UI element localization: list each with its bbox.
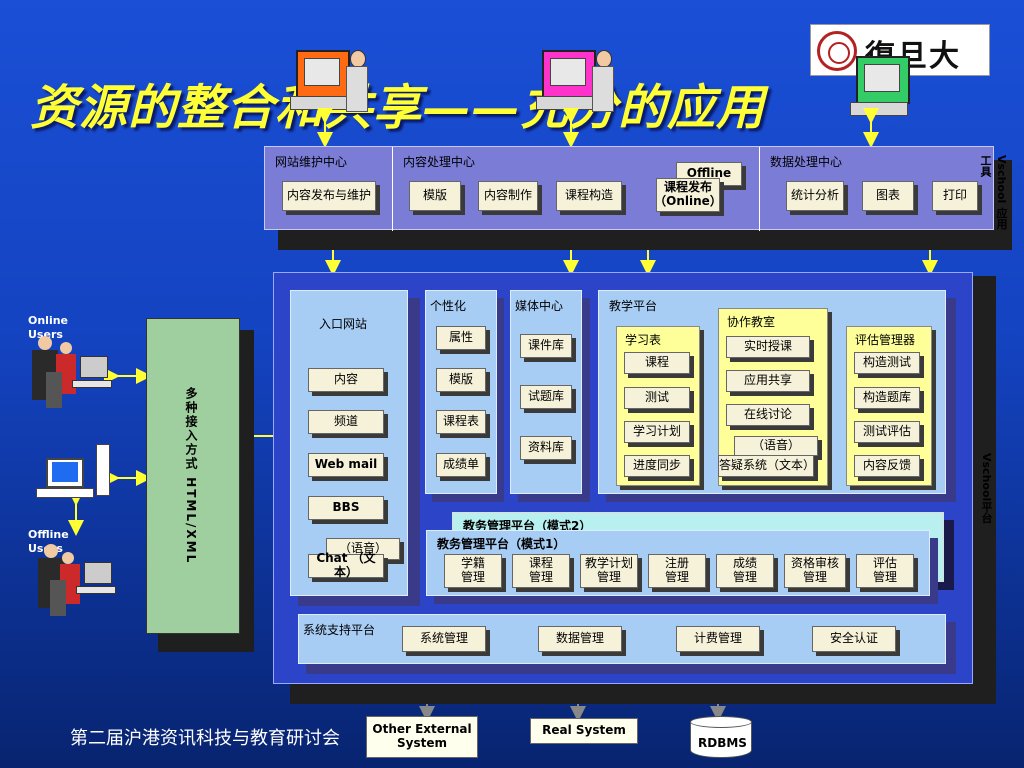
teaching-title: 教学平台 [609, 299, 658, 313]
app-sharing-box[interactable]: 应用共享 [726, 370, 810, 392]
footer-text: 第二届沪港资讯科技与教育研讨会 [70, 728, 340, 749]
transcript-box[interactable]: 成绩单 [436, 453, 486, 477]
statistics-box[interactable]: 统计分析 [786, 181, 844, 211]
teaching-plan-box[interactable]: 教学计划 管理 [580, 554, 638, 588]
tools-vertical-label: Vschool 应用工具 [979, 155, 1008, 230]
course-management-box[interactable]: 课程 管理 [512, 554, 570, 588]
collab-title: 协作教室 [727, 315, 776, 329]
personal-template-box[interactable]: 模版 [436, 368, 486, 392]
portal-webmail-box[interactable]: Web mail [308, 453, 384, 477]
media-title: 媒体中心 [515, 299, 564, 313]
portal-bbs-box[interactable]: BBS [308, 496, 384, 520]
offline-users-icon [32, 540, 118, 620]
access-methods-label: 多种接入方式 HTML/XML [184, 387, 198, 565]
section-title: 数据处理中心 [770, 155, 843, 169]
assess-title: 评估管理器 [855, 333, 916, 347]
system-management-box[interactable]: 系统管理 [402, 626, 486, 652]
billing-management-box[interactable]: 计费管理 [676, 626, 760, 652]
build-bank-box[interactable]: 构造题库 [854, 387, 920, 409]
real-system-box[interactable]: Real System [530, 718, 638, 744]
access-methods-box: 多种接入方式 HTML/XML [146, 318, 240, 634]
question-bank-box[interactable]: 试题库 [520, 385, 572, 409]
rdbms-label: RDBMS [698, 736, 747, 750]
study-plan-box[interactable]: 学习计划 [624, 421, 690, 443]
progress-sync-box[interactable]: 进度同步 [624, 455, 690, 477]
evaluation-management-box[interactable]: 评估 管理 [856, 554, 914, 588]
portal-title: 入口网站 [319, 317, 368, 331]
template-box[interactable]: 模版 [409, 181, 461, 211]
qualification-box[interactable]: 资格审核 管理 [784, 554, 846, 588]
desktop-computer-icon [36, 444, 116, 500]
personal-title: 个性化 [430, 299, 467, 313]
study-course-box[interactable]: 课程 [624, 352, 690, 374]
content-production-box[interactable]: 内容制作 [478, 181, 538, 211]
admin2-title: 教务管理平台（模式2） [463, 519, 592, 533]
portal-channel-box[interactable]: 频道 [308, 410, 384, 434]
security-auth-box[interactable]: 安全认证 [812, 626, 896, 652]
grades-box[interactable]: 成绩 管理 [716, 554, 774, 588]
platform-vertical-label: Vschool平台 [980, 453, 993, 524]
attribute-box[interactable]: 属性 [436, 326, 486, 350]
rdbms-database-icon[interactable]: RDBMS [690, 716, 752, 760]
computer-icon [290, 50, 354, 112]
build-test-box[interactable]: 构造测试 [854, 352, 920, 374]
qa-system-box[interactable]: 答疑系统（文本） [718, 455, 815, 477]
chart-box[interactable]: 图表 [862, 181, 914, 211]
university-seal-icon [817, 31, 857, 71]
section-title: 内容处理中心 [403, 155, 476, 169]
person-icon [592, 50, 614, 112]
slide-title: 资源的整合和共享——充分的应用 [30, 80, 766, 136]
admin1-title: 教务管理平台（模式1） [437, 537, 566, 551]
content-publish-box[interactable]: 内容发布与维护 [282, 181, 376, 211]
other-external-system-box[interactable]: Other External System [366, 716, 478, 758]
course-construct-box[interactable]: 课程构造 [556, 181, 622, 211]
test-evaluation-box[interactable]: 测试评估 [854, 421, 920, 443]
support-title: 系统支持平台 [303, 623, 376, 637]
portal-content-box[interactable]: 内容 [308, 368, 384, 392]
data-management-box[interactable]: 数据管理 [538, 626, 622, 652]
study-test-box[interactable]: 测试 [624, 387, 690, 409]
portal-chat-box[interactable]: Chat （文本） [308, 551, 384, 579]
print-box[interactable]: 打印 [932, 181, 978, 211]
student-records-box[interactable]: 学籍 管理 [444, 554, 502, 588]
online-users-icon [26, 332, 112, 412]
study-title: 学习表 [625, 333, 662, 347]
collab-voice-box[interactable]: （语音） [734, 436, 818, 456]
online-users-label: Online Users [28, 314, 69, 342]
live-lecture-box[interactable]: 实时授课 [726, 336, 810, 358]
content-feedback-box[interactable]: 内容反馈 [854, 455, 920, 477]
courseware-library-box[interactable]: 课件库 [520, 334, 572, 358]
online-discussion-box[interactable]: 在线讨论 [726, 404, 810, 426]
online-publish-box[interactable]: 课程发布 （Online） [654, 178, 722, 212]
resource-library-box[interactable]: 资料库 [520, 436, 572, 460]
registration-box[interactable]: 注册 管理 [648, 554, 706, 588]
schedule-box[interactable]: 课程表 [436, 410, 486, 434]
person-icon [346, 50, 368, 112]
section-title: 网站维护中心 [275, 155, 348, 169]
